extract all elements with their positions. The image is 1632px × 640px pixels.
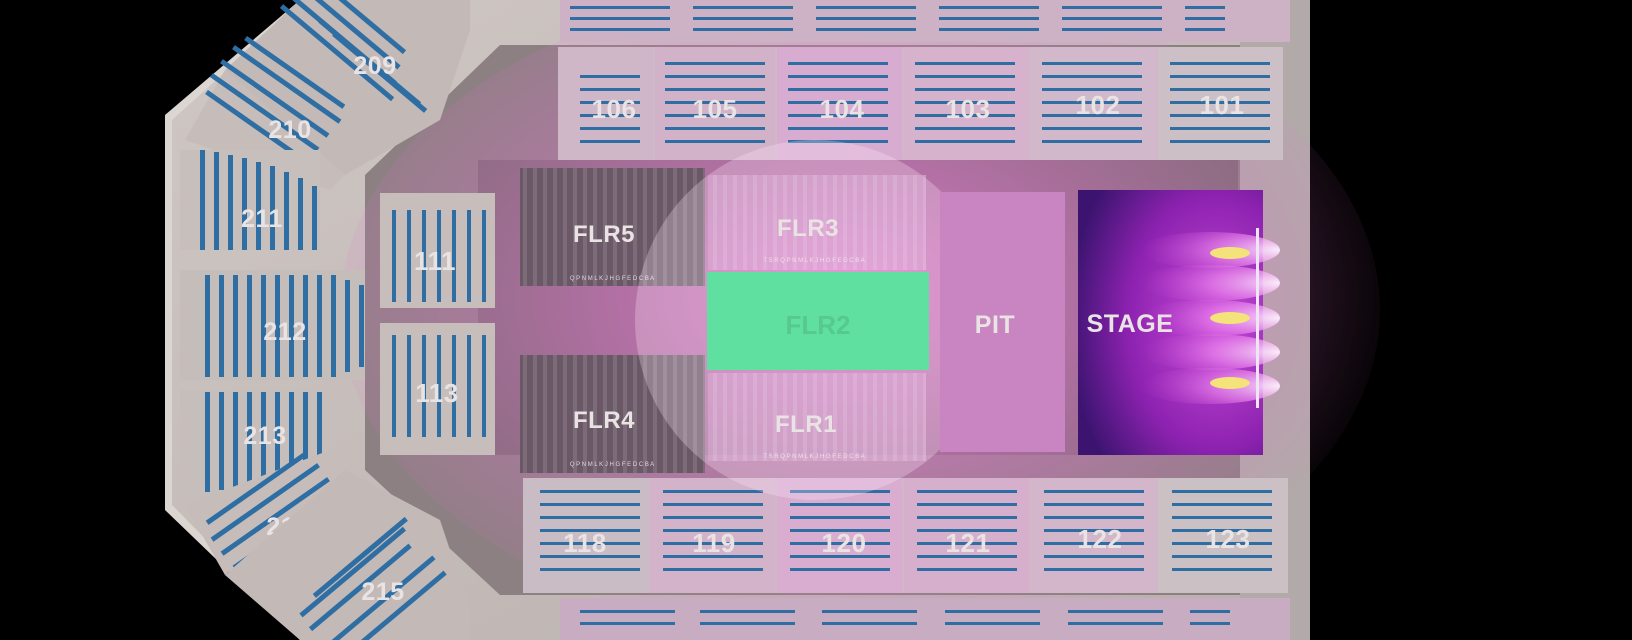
section-flr1-label: FLR1 xyxy=(775,411,837,438)
flr4-row-letters: Q P N M L K J H G F E D C B A xyxy=(570,462,654,468)
section-121-label: 121 xyxy=(946,528,991,558)
section-111[interactable]: 111 xyxy=(380,193,495,308)
section-flr1[interactable]: FLR1 T S R Q P N M L K J H G F E D C B A xyxy=(708,373,926,461)
section-flr4-label: FLR4 xyxy=(573,407,635,434)
section-211[interactable]: 211 xyxy=(180,150,320,250)
section-flr3[interactable]: FLR3 T S R Q P N M L K J H G F E D C B A xyxy=(708,175,926,270)
section-flr2-label: FLR2 xyxy=(786,310,851,340)
section-101-label: 101 xyxy=(1200,90,1245,120)
section-104[interactable]: 104 xyxy=(777,47,902,160)
section-103[interactable]: 103 xyxy=(904,47,1029,160)
section-215-label: 215 xyxy=(361,578,404,606)
stage-lights xyxy=(1140,228,1280,408)
section-103-label: 103 xyxy=(946,94,991,124)
section-113-label: 113 xyxy=(415,378,458,408)
stage-label: STAGE xyxy=(1087,310,1174,338)
section-123[interactable]: 123 xyxy=(1158,478,1288,593)
section-105-label: 105 xyxy=(693,94,738,124)
section-119-label: 119 xyxy=(692,528,735,558)
section-106-label: 106 xyxy=(592,94,637,124)
section-209[interactable]: 209 xyxy=(225,0,470,175)
section-102-label: 102 xyxy=(1076,90,1121,120)
flr3-row-letters: T S R Q P N M L K J H G F E D C B A xyxy=(763,258,864,264)
section-122-label: 122 xyxy=(1078,524,1123,554)
flr5-row-letters: Q P N M L K J H G F E D C B A xyxy=(570,276,654,282)
section-102[interactable]: 102 xyxy=(1031,47,1156,160)
section-flr5-label: FLR5 xyxy=(573,221,635,248)
stage: STAGE xyxy=(1078,190,1280,455)
upper-strip-bottom xyxy=(560,598,1290,640)
section-210-label: 210 xyxy=(268,116,311,144)
section-101[interactable]: 101 xyxy=(1158,47,1283,160)
section-123-label: 123 xyxy=(1206,524,1251,554)
section-213-label: 213 xyxy=(243,422,286,450)
section-212-label: 212 xyxy=(263,318,306,346)
section-120-label: 120 xyxy=(822,528,867,558)
section-flr4[interactable]: FLR4 Q P N M L K J H G F E D C B A xyxy=(520,355,705,473)
section-118[interactable]: 118 xyxy=(523,478,648,593)
section-106[interactable]: 106 xyxy=(558,47,653,160)
section-113[interactable]: 113 xyxy=(380,323,495,455)
section-212[interactable]: 212 xyxy=(180,270,365,380)
section-119[interactable]: 119 xyxy=(650,478,775,593)
section-pit-label: PIT xyxy=(975,311,1015,339)
upper-strip-top xyxy=(560,0,1290,42)
section-209-label: 209 xyxy=(353,52,396,80)
section-111-label: 111 xyxy=(414,246,456,276)
section-120[interactable]: 120 xyxy=(777,478,902,593)
section-flr5[interactable]: FLR5 Q P N M L K J H G F E D C B A xyxy=(520,168,705,286)
section-118-label: 118 xyxy=(563,528,606,558)
section-211-label: 211 xyxy=(241,205,283,233)
section-pit[interactable]: PIT xyxy=(940,192,1065,452)
section-215[interactable]: 215 xyxy=(225,470,470,640)
section-122[interactable]: 122 xyxy=(1031,478,1156,593)
section-121[interactable]: 121 xyxy=(904,478,1029,593)
flr1-row-letters: T S R Q P N M L K J H G F E D C B A xyxy=(763,454,864,460)
section-105[interactable]: 105 xyxy=(655,47,775,160)
section-104-label: 104 xyxy=(820,94,865,124)
section-flr3-label: FLR3 xyxy=(777,215,839,242)
section-flr2[interactable]: FLR2 xyxy=(707,272,929,370)
